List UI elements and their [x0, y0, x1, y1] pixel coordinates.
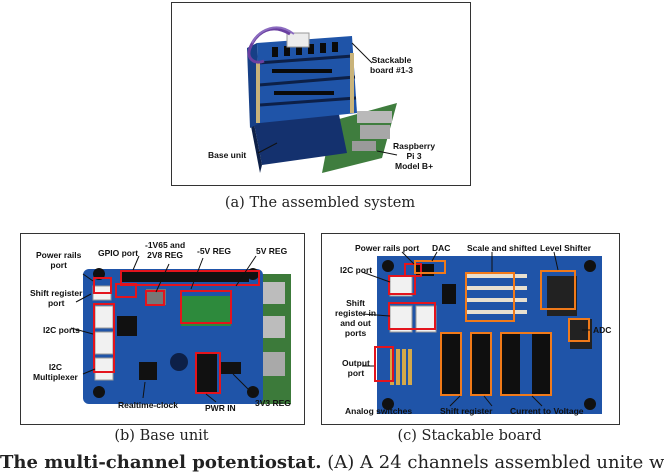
- figure-caption-line: The multi-channel potentiostat. (A) A 24…: [0, 452, 664, 476]
- label-c-scale-shift: Scale and shifted: [467, 243, 537, 253]
- callout-c-level-shifter: [540, 270, 576, 310]
- label-c-shift-reg: Shift register: [440, 406, 493, 416]
- label-c-i2c-port: I2C port: [340, 265, 373, 275]
- callout-1v65-reg: [145, 290, 165, 306]
- label-b-shift-reg: Shift register port: [30, 288, 83, 308]
- label-raspberry-pi: Raspberry Pi 3 Model B+: [393, 141, 436, 171]
- label-c-output-port: Output port: [342, 358, 370, 378]
- callout-power-rails: [93, 277, 112, 294]
- callout-c-output-port: [374, 346, 394, 382]
- label-c-shift-inout: Shift register in and out ports: [335, 298, 377, 338]
- label-b-m5v: -5V REG: [197, 246, 232, 256]
- figure-caption-bold: The multi-channel potentiostat.: [0, 452, 322, 473]
- label-c-dac: DAC: [432, 243, 451, 253]
- callout-gpio-port: [120, 270, 260, 286]
- label-b-3v3: 3V3 REG: [255, 398, 291, 408]
- label-stackable-board: Stackable board #1-3: [370, 55, 413, 75]
- callout-c-i2c-port: [388, 275, 416, 295]
- callout-c-i2v: [500, 332, 552, 396]
- panel-b-leaders: [70, 255, 257, 403]
- callout-c-dac: [414, 260, 446, 274]
- label-b-pwr-in: PWR IN: [205, 403, 236, 413]
- label-b-i2c-ports: I2C ports: [43, 325, 80, 335]
- callout-i2c-ports: [93, 303, 115, 373]
- callout-c-shift-reg: [470, 332, 492, 396]
- base-unit-photo: [21, 234, 303, 423]
- label-b-5v: 5V REG: [256, 246, 288, 256]
- caption-c: (c) Stackable board: [397, 428, 542, 444]
- label-c-level-shifter: Level Shifter: [540, 243, 592, 253]
- label-b-i2c-mux: I2C Multiplexer: [33, 362, 78, 382]
- label-c-analog-sw: Analog switches: [345, 406, 413, 416]
- assembled-system-photo: [247, 26, 397, 173]
- label-base-unit: Base unit: [208, 150, 247, 160]
- callout-c-scale-shift: [465, 272, 515, 322]
- label-b-rtc: Realtime-clock: [118, 400, 178, 410]
- label-b-1v65: -1V65 and 2V8 REG: [145, 240, 186, 260]
- label-b-power-rails: Power rails port: [36, 250, 82, 270]
- callout-c-analog-sw: [440, 332, 462, 396]
- caption-b: (b) Base unit: [114, 428, 209, 444]
- panel-c-leaders: [361, 251, 590, 407]
- label-c-power-rails: Power rails port: [355, 243, 420, 253]
- figure-caption-rest: (A) A 24 channels assembled unite w: [321, 452, 664, 473]
- callout-pwr-in: [195, 352, 221, 394]
- label-b-gpio: GPIO port: [98, 248, 139, 258]
- callout-m5v-reg: [180, 290, 232, 324]
- panel-a-leaders: [257, 42, 398, 156]
- label-c-i2v: Current to Voltage: [510, 406, 584, 416]
- caption-a: (a) The assembled system: [224, 195, 416, 211]
- label-c-adc: ADC: [593, 325, 612, 335]
- callout-shift-register: [115, 283, 137, 298]
